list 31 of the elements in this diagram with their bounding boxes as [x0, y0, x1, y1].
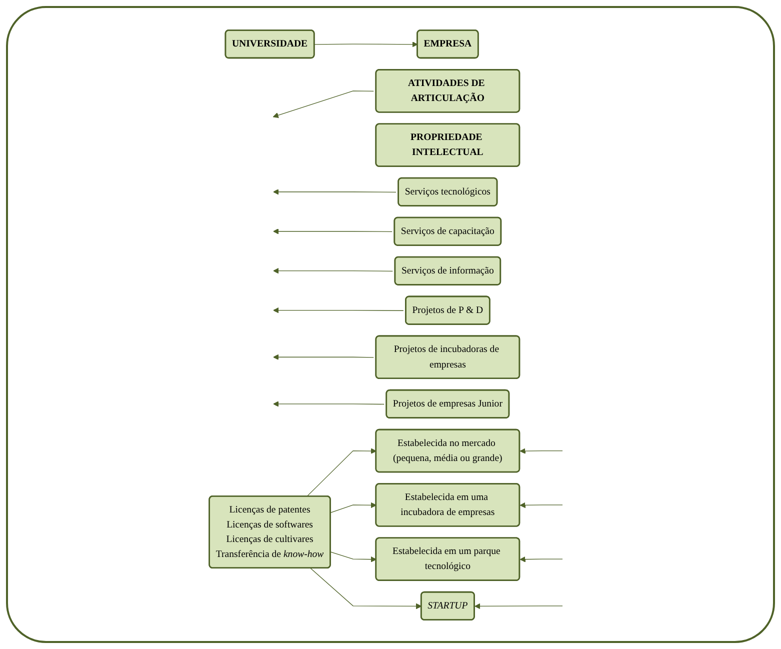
arrow: [273, 354, 374, 360]
process-box: Projetos de P & D: [405, 295, 490, 324]
process-box: Projetos de empresas Junior: [386, 388, 510, 418]
arrow: [520, 556, 563, 562]
process-box: Serviços de capacitação: [394, 216, 502, 246]
arrow: [310, 567, 422, 609]
process-box: Projetos de incubadoras de empresas: [375, 334, 520, 378]
process-box: Serviços tecnológicos: [398, 176, 498, 206]
process-box: Licenças de patentes Licenças de softwares Licenças de cultivares Transferência de know-how: [208, 494, 331, 568]
arrow: [474, 602, 563, 609]
arrow: [273, 306, 404, 313]
process-box: ATIVIDADES DE ARTICULAÇÃO: [375, 68, 520, 112]
arrow: [330, 551, 376, 562]
arrow: [273, 188, 396, 194]
process-box: PROPRIEDADE INTELECTUAL: [375, 122, 520, 166]
arrow: [272, 90, 374, 118]
arrow: [520, 448, 563, 454]
process-box: UNIVERSIDADE: [224, 29, 315, 58]
process-box: Serviços de informação: [394, 256, 502, 285]
arrow: [273, 228, 392, 234]
arrow: [273, 267, 393, 274]
arrow: [273, 400, 384, 406]
process-box: Estabelecida em um parque tecnológico: [375, 536, 520, 580]
arrow: [330, 502, 376, 513]
process-box: STARTUP: [420, 590, 475, 620]
process-box: Estabelecida em uma incubadora de empresas: [375, 482, 520, 526]
process-box: EMPRESA: [416, 29, 479, 58]
process-box: Estabelecida no mercado (pequena, média ou grande): [375, 428, 520, 472]
arrow: [314, 41, 418, 47]
arrow: [520, 502, 563, 508]
arrow: [306, 448, 376, 496]
